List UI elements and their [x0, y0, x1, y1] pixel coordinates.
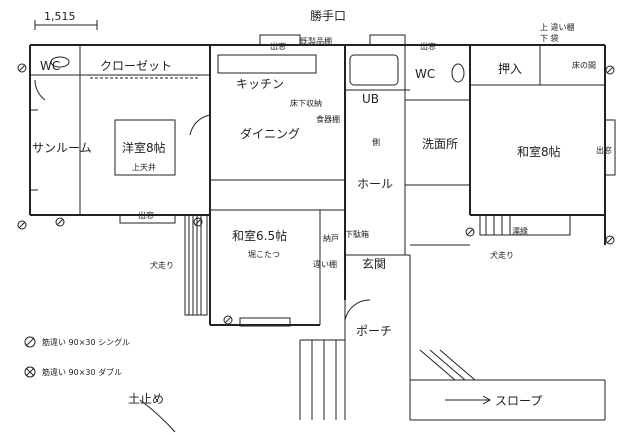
- toilet-left: [50, 56, 70, 68]
- bathtub: [349, 54, 399, 86]
- note-hori: 堀こたつ: [248, 250, 280, 259]
- note-ceiling: 上天井: [132, 162, 156, 172]
- room-western: 洋室8帖: [122, 140, 166, 155]
- room-sunroom: サンルーム: [32, 141, 92, 155]
- room-tokonoma: 床の間: [572, 60, 596, 70]
- room-wc-left: WC: [40, 59, 60, 73]
- note-inu-right: 犬走り: [490, 250, 514, 260]
- room-dining: ダイニング: [240, 126, 300, 141]
- room-hall: ホール: [357, 177, 393, 191]
- room-washitsu-right: 和室8帖: [517, 144, 561, 159]
- door-swing: [344, 299, 371, 321]
- bay-window: [604, 119, 616, 176]
- legend-double-symbol: [24, 366, 36, 378]
- engawa: [479, 214, 571, 236]
- note-chigai: 違い棚: [313, 259, 337, 269]
- note-demado-n: 出窓: [270, 41, 286, 51]
- room-closet: クローゼット: [100, 59, 172, 73]
- legend-single-symbol: [24, 336, 36, 348]
- note-inu-left: 犬走り: [150, 260, 174, 270]
- retaining-curve: [139, 399, 176, 433]
- note-engawa: 濡縁: [512, 226, 528, 236]
- note-storage-shelf: 既製品棚: [300, 36, 332, 46]
- note-demado-w: 出窓: [138, 210, 154, 220]
- legend-double-text: 筋違い 90×30 ダブル: [42, 367, 122, 377]
- slope-hatch: [429, 349, 466, 381]
- room-ub: UB: [362, 92, 379, 106]
- note-demado-n2: 出窓: [420, 41, 436, 51]
- bay-window: [369, 34, 406, 46]
- room-washroom: 洗面所: [422, 137, 458, 151]
- door-swing: [189, 114, 211, 136]
- note-lower-bag: 下 袋: [540, 33, 559, 43]
- dimension-label: 1,515: [44, 10, 76, 23]
- brace-symbols: [17, 63, 615, 325]
- note-demado-e: 出窓: [596, 145, 612, 155]
- slope-arrow-head: [482, 395, 492, 405]
- bay-window: [119, 214, 176, 224]
- room-kitchen: キッチン: [236, 77, 284, 91]
- legend-double-symbol: [25, 367, 35, 377]
- note-underfloor: 床下収納: [290, 98, 322, 108]
- legend-single-symbol: [25, 337, 35, 347]
- room-genkan: 玄関: [362, 256, 386, 271]
- slope-hatch: [419, 349, 456, 381]
- toilet-right: [451, 63, 465, 83]
- inu-bashiri-left: [184, 214, 208, 316]
- note-nando: 納戸: [323, 233, 339, 243]
- note-dish-shelf: 食器棚: [316, 114, 340, 124]
- slope-hatch: [439, 349, 476, 381]
- note-slope: スロープ: [495, 394, 542, 408]
- ceiling-mark: [114, 119, 176, 176]
- room-porch: ポーチ: [356, 324, 392, 338]
- note-tsuchidome: 土止め: [128, 392, 164, 406]
- legend-single-text: 筋違い 90×30 シングル: [42, 337, 130, 347]
- bay-window: [259, 34, 301, 46]
- note-shoe-box: 下駄箱: [345, 229, 369, 239]
- bay-window: [239, 317, 291, 327]
- room-oshiire: 押入: [498, 62, 522, 76]
- note-katteguchi: 勝手口: [310, 8, 346, 23]
- note-gawa: 側: [372, 137, 380, 147]
- room-washitsu-center: 和室6.5帖: [232, 228, 287, 243]
- kitchen-counter: [217, 54, 317, 74]
- door-swing: [34, 79, 46, 101]
- room-wc-right: WC: [415, 67, 435, 81]
- note-upper-shelf: 上 違い棚: [540, 22, 575, 32]
